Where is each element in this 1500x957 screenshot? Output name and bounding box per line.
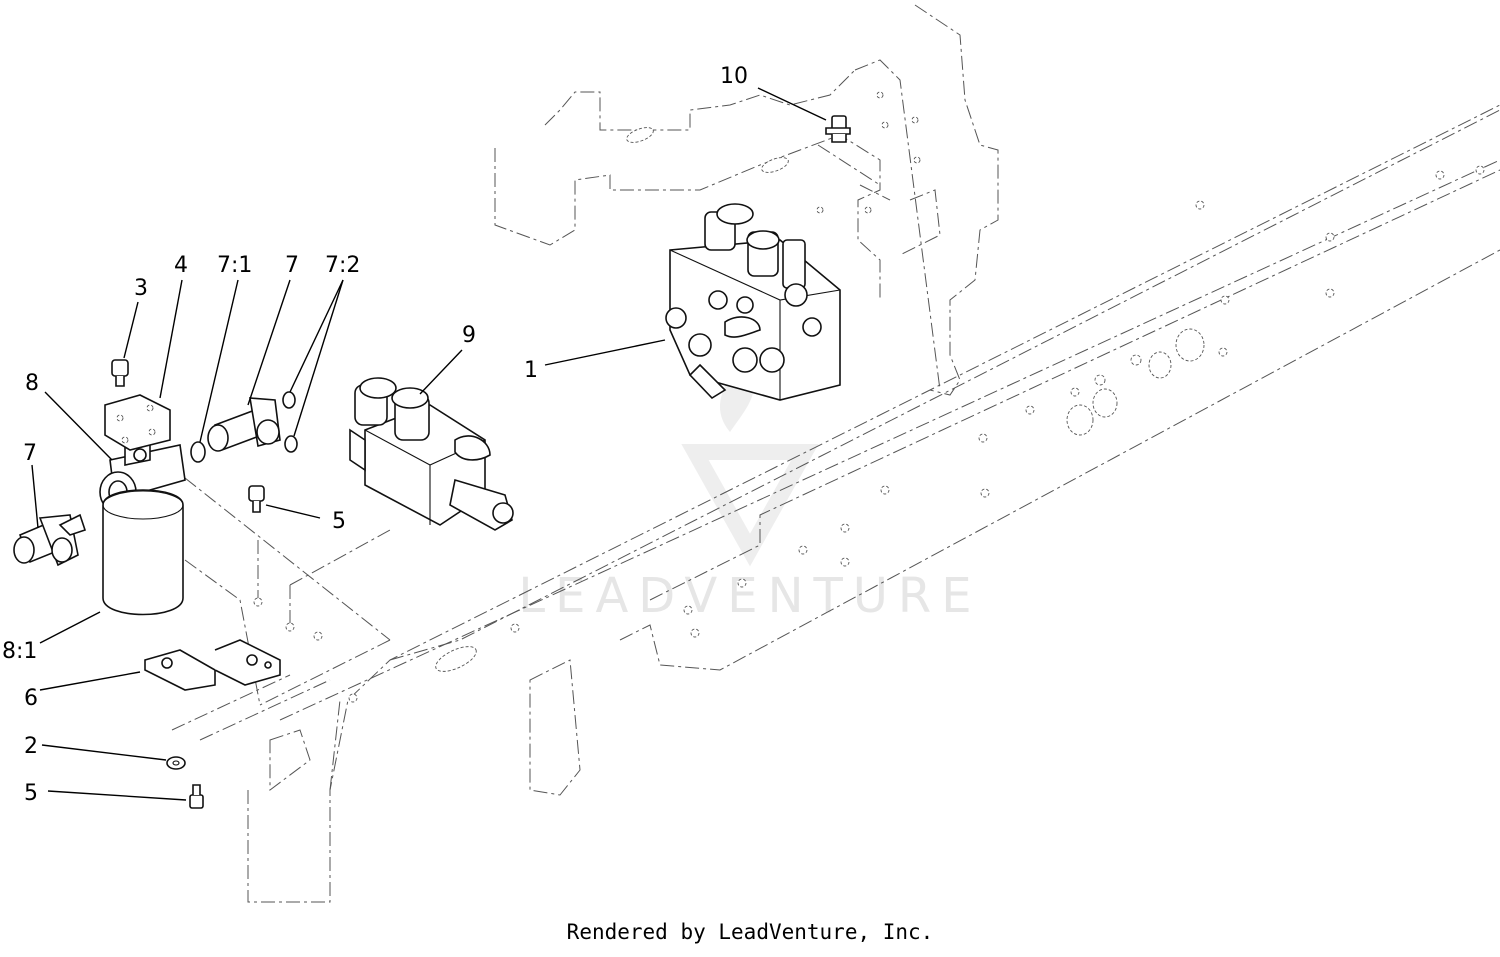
- callout-10: 10: [720, 64, 748, 89]
- callout-1: 1: [524, 358, 538, 383]
- callout-7-upper: 7: [285, 253, 299, 278]
- mounting-plate: [149, 144, 881, 741]
- callout-3: 3: [134, 276, 148, 301]
- part-3-screw: [111, 359, 129, 387]
- watermark-text: LEADVENTURE: [518, 568, 981, 624]
- part-7-1-o-ring: [190, 441, 206, 463]
- frame-rail: [247, 104, 1500, 903]
- callout-2: 2: [24, 734, 38, 759]
- part-6-bracket: [144, 639, 281, 691]
- callout-8-1: 8:1: [2, 639, 37, 664]
- part-8-1-filter-cartridge: [102, 489, 184, 616]
- callouts: 10 3 4 7:1 7 7:2 9 1 8 7 5 8:1 6 2 5: [2, 64, 748, 806]
- part-9-valve-block: [349, 377, 514, 531]
- render-credit: Rendered by LeadVenture, Inc.: [566, 920, 934, 944]
- part-1-hydraulic-manifold: [665, 203, 841, 401]
- part-10-bolt: [825, 115, 851, 143]
- leader-lines: [31, 87, 827, 801]
- part-4-bracket-plate: [104, 394, 171, 451]
- callout-7-lower: 7: [23, 441, 37, 466]
- callout-7-2: 7:2: [325, 253, 360, 278]
- callout-4: 4: [174, 253, 188, 278]
- upright-bracket: [494, 4, 999, 396]
- callout-5-upper: 5: [332, 509, 346, 534]
- part-7-fitting-lower: [13, 513, 87, 567]
- part-2-nut: [166, 756, 186, 770]
- part-7-2-o-rings: [282, 391, 298, 453]
- part-7-fitting-upper: [207, 397, 281, 452]
- callout-9: 9: [462, 323, 476, 348]
- part-5-bolt-upper: [248, 485, 265, 513]
- callout-6: 6: [24, 686, 38, 711]
- callout-5-lower: 5: [24, 781, 38, 806]
- callout-8: 8: [25, 371, 39, 396]
- callout-7-1: 7:1: [217, 253, 252, 278]
- part-5-bolt-lower: [189, 784, 204, 809]
- watermark-logo: LEADVENTURE: [518, 360, 981, 624]
